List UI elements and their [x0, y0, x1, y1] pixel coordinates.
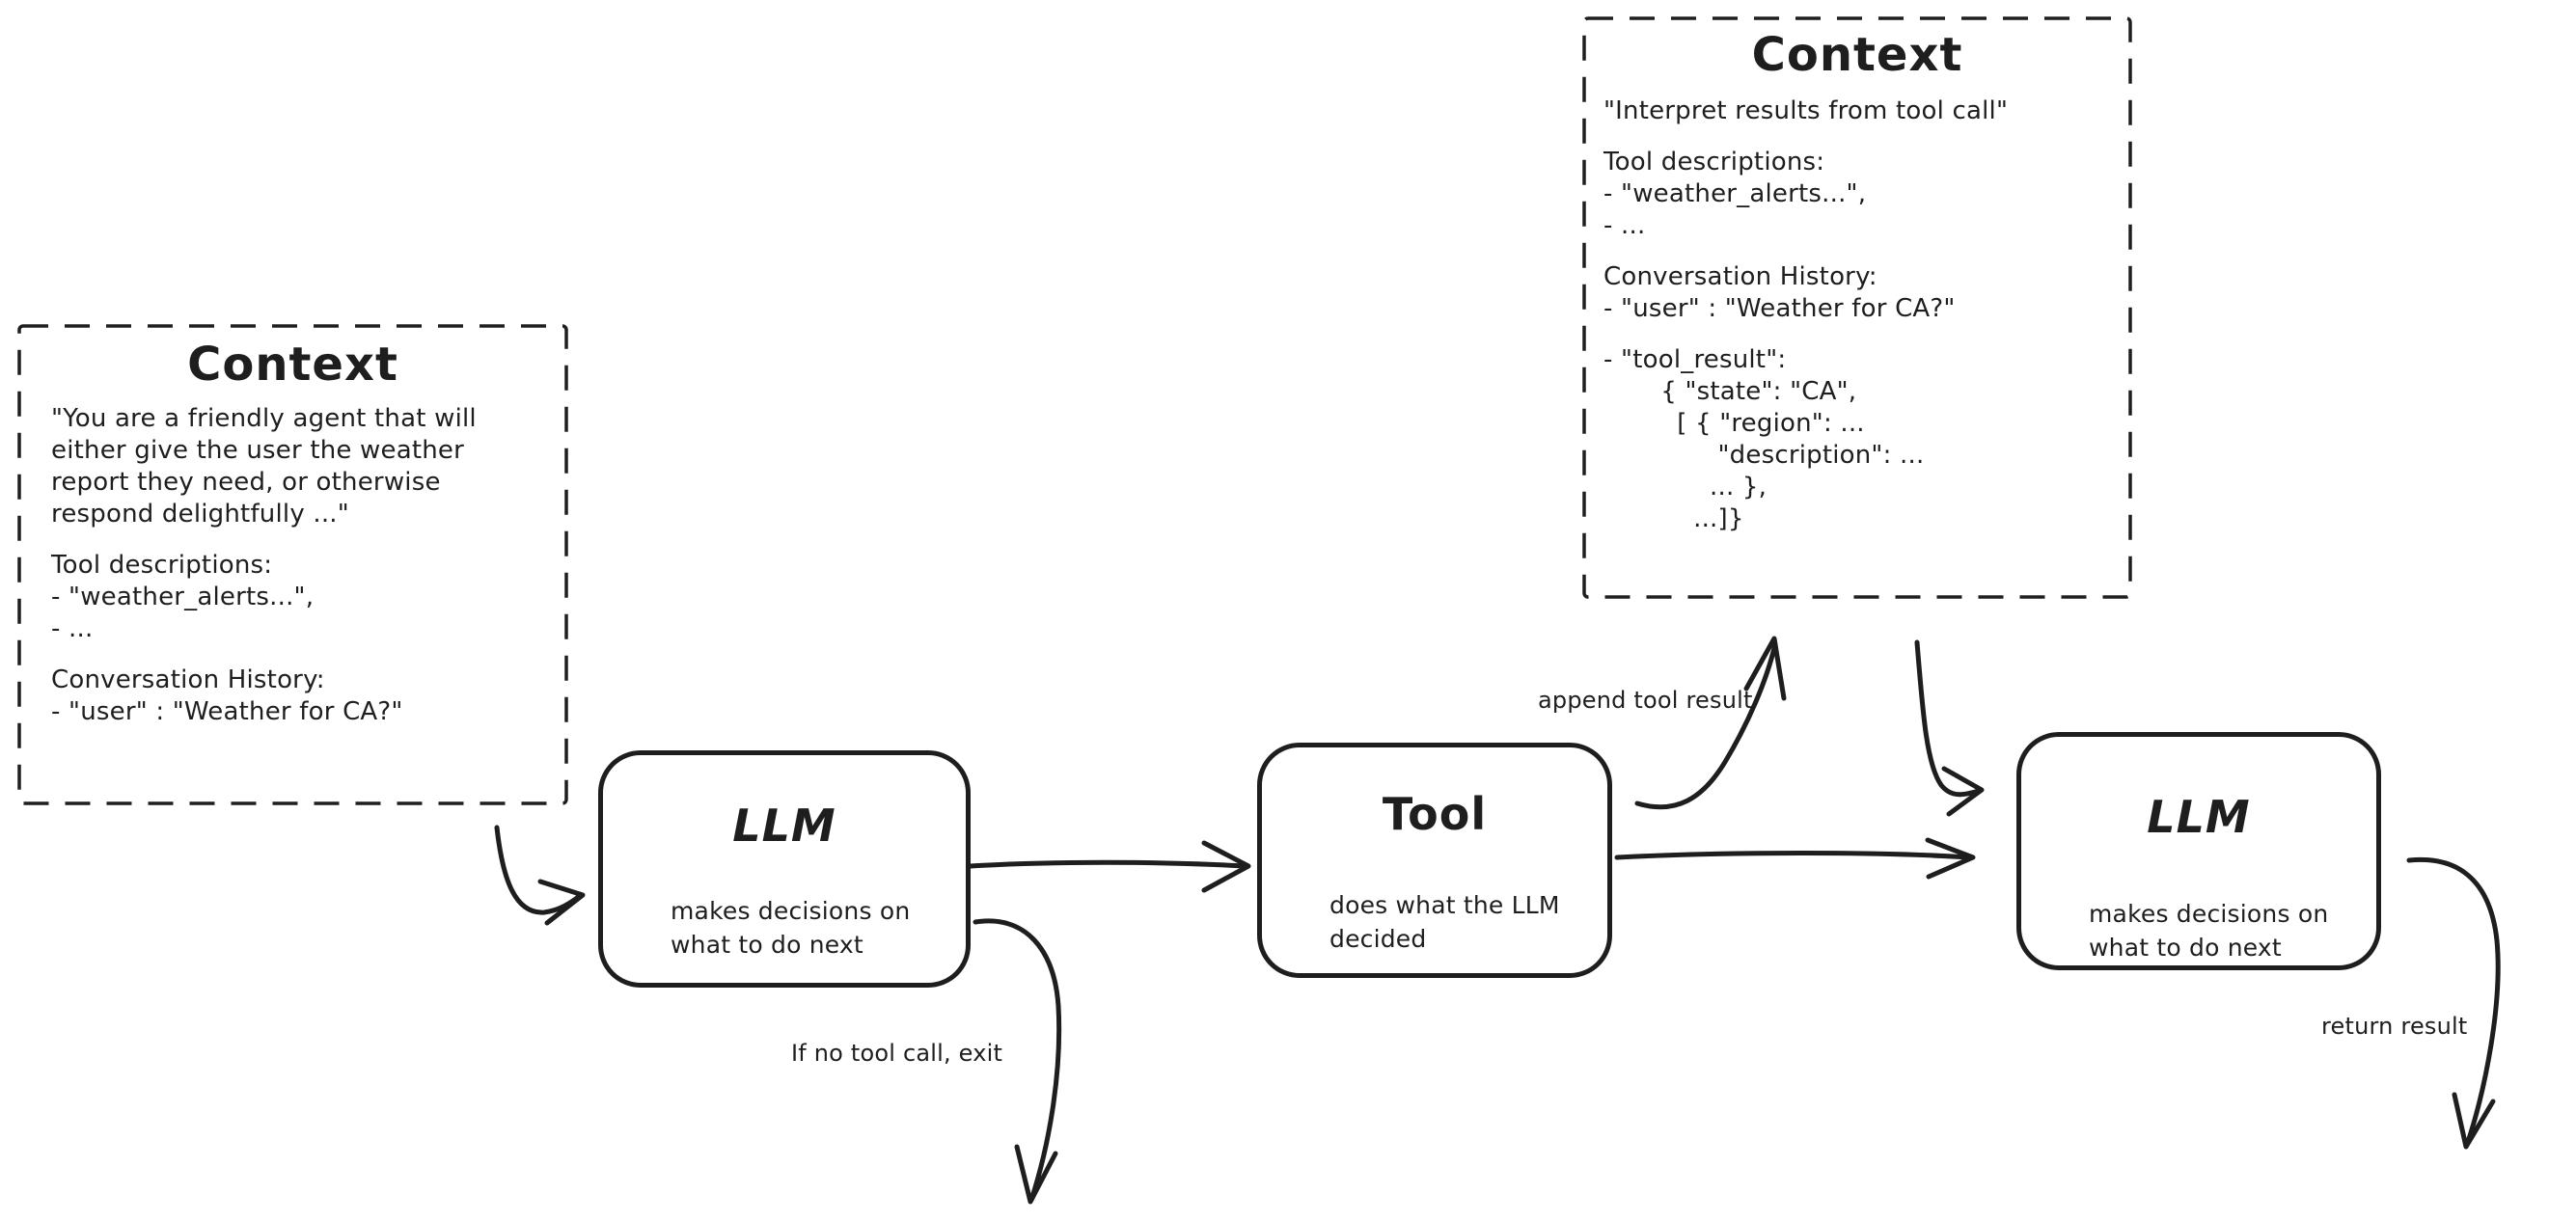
arrow-tool-to-context-right	[1634, 641, 1778, 810]
node-llm-1-title: LLM	[732, 800, 836, 852]
context-left-title: Context	[187, 338, 398, 392]
context-left-border	[17, 324, 568, 805]
arrow-context-right-to-llm2	[1914, 639, 1982, 798]
node-llm-2-subtitle: makes decisions on what to do next	[2089, 900, 2329, 962]
conversation-history-text: Conversation History: - "user" : "Weathe…	[51, 665, 403, 726]
context-right-border	[1582, 16, 2132, 599]
node-tool-title: Tool	[1382, 788, 1488, 840]
arrowhead-tool-to-context-right	[1743, 636, 1787, 701]
edge-label-no-tool-call-exit: If no tool call, exit	[791, 1040, 1003, 1067]
arrowhead-llm2-return	[2452, 1092, 2496, 1150]
arrow-context-left-to-llm1	[494, 825, 584, 915]
tool-descriptions-text: Tool descriptions: - "weather_alerts..."…	[51, 551, 315, 643]
edge-label-return-result: return result	[2321, 1013, 2468, 1040]
interpret-prompt-text: "Interpret results from tool call"	[1603, 96, 2009, 125]
arrowhead-llm1-to-tool	[1201, 840, 1251, 893]
arrow-llm2-return	[2406, 856, 2501, 1148]
context-box-left: Context "You are a friendly agent that w…	[19, 326, 566, 803]
conversation-history-text: Conversation History: - "user" : "Weathe…	[1603, 262, 1956, 323]
context-right-body: "Interpret results from tool call" Tool …	[1603, 95, 2121, 555]
edge-label-append-tool-result: append tool result	[1538, 687, 1753, 714]
node-llm-2-title: LLM	[2147, 791, 2251, 843]
arrow-llm1-to-tool	[968, 859, 1247, 869]
node-llm-2: LLM makes decisions on what to do next	[2016, 732, 2381, 970]
context-right-title: Context	[1751, 28, 1963, 82]
arrow-llm1-exit	[973, 918, 1062, 1203]
node-llm-1: LLM makes decisions on what to do next	[598, 750, 971, 988]
arrowhead-tool-to-llm2	[1925, 837, 1976, 880]
arrowhead-context-right-to-llm2	[1941, 766, 1985, 817]
node-tool-subtitle: does what the LLM decided	[1329, 891, 1560, 953]
node-llm-1-subtitle: makes decisions on what to do next	[671, 897, 911, 959]
arrowhead-llm1-exit	[1014, 1144, 1058, 1205]
tool-result-json-text: - "tool_result": { "state": "CA", [ { "r…	[1603, 345, 1925, 533]
node-tool: Tool does what the LLM decided	[1257, 743, 1612, 978]
arrowhead-context-left-to-llm1	[537, 879, 586, 926]
arrow-tool-to-llm2	[1614, 851, 1971, 860]
context-left-body: "You are a friendly agent that will eith…	[51, 403, 551, 747]
tool-descriptions-text: Tool descriptions: - "weather_alerts..."…	[1603, 148, 1867, 240]
system-prompt-text: "You are a friendly agent that will eith…	[51, 404, 477, 529]
context-box-right: Context "Interpret results from tool cal…	[1584, 18, 2130, 597]
